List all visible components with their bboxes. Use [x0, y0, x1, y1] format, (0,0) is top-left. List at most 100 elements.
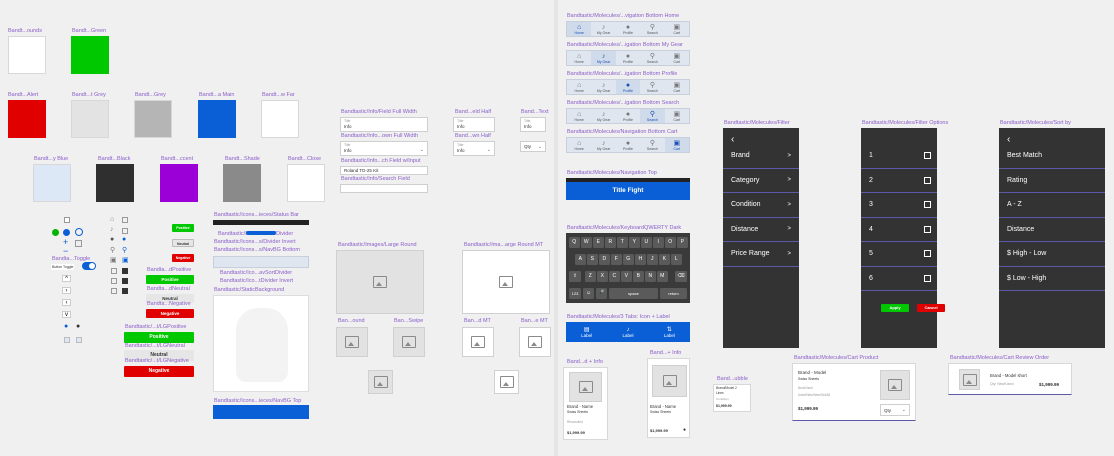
tab-3[interactable]: ⇅Label — [663, 327, 675, 338]
radio-filled-icon[interactable] — [52, 229, 59, 236]
filter-option-4[interactable]: 4 — [861, 218, 937, 242]
swatch-green[interactable] — [71, 36, 109, 74]
key-k[interactable]: K — [659, 254, 670, 265]
nav-item-search[interactable]: ⚲Search — [646, 139, 658, 151]
nav-item-my-gear[interactable]: ♪My Gear — [591, 51, 616, 65]
product-card-2[interactable]: Brand - Name Swiss Sheets $1,999.99 ● — [647, 358, 690, 438]
cart-qty-dropdown[interactable]: Qty⌄ — [880, 404, 910, 416]
key-h[interactable]: H — [635, 254, 646, 265]
key-l[interactable]: L — [671, 254, 682, 265]
plus-icon[interactable]: + — [63, 237, 69, 247]
key-e[interactable]: E — [593, 237, 604, 248]
filter-option-3[interactable]: 3 — [861, 193, 937, 218]
swatch-accent[interactable] — [160, 164, 198, 202]
search-field[interactable] — [340, 184, 428, 193]
product-card-1[interactable]: Brand - Name Swiss Sheets Reconciled $1,… — [563, 367, 608, 440]
key-w[interactable]: W — [581, 237, 592, 248]
nav-item-my-gear[interactable]: ♪My Gear — [596, 23, 611, 35]
nav-item-profile[interactable]: ●Profile — [623, 23, 633, 35]
positive-button-d[interactable]: Positive — [146, 275, 194, 284]
key-s[interactable]: S — [587, 254, 598, 265]
key-q[interactable]: Q — [569, 237, 580, 248]
nav-item-cart[interactable]: ▣Cart — [673, 23, 681, 35]
filter-option-1[interactable]: 1 — [861, 144, 937, 169]
sort-high-low[interactable]: $ High - Low — [999, 242, 1105, 267]
key-b[interactable]: B — [633, 271, 644, 282]
sort-best-match[interactable]: Best Match — [999, 144, 1105, 169]
back-icon[interactable]: ‹ — [1007, 134, 1011, 145]
swatch-main[interactable] — [198, 100, 236, 138]
negative-button-d[interactable]: Negative — [146, 309, 194, 318]
sort-a-z[interactable]: A - Z — [999, 193, 1105, 218]
nav-item-my-gear[interactable]: ♪My Gear — [596, 81, 611, 93]
tab-1[interactable]: ▤Label — [581, 327, 593, 338]
map-bubble[interactable]: Brand/Model 2 Lines Condition $1,999.99 — [713, 384, 751, 412]
negative-button-small[interactable]: Negative — [172, 254, 194, 262]
positive-button-small[interactable]: Positive — [172, 224, 194, 232]
nav-item-home[interactable]: ⌂Home — [567, 22, 592, 36]
mic-key[interactable]: 🎤 — [596, 288, 607, 299]
qty-dropdown[interactable]: Qty⌄ — [520, 141, 546, 152]
backspace-key[interactable]: ⌫ — [675, 271, 687, 282]
filter-option-5[interactable]: 5 — [861, 242, 937, 267]
positive-button-lg[interactable]: Positive — [124, 332, 194, 343]
key-m[interactable]: M — [657, 271, 668, 282]
nav-item-search[interactable]: ⚲Search — [646, 23, 658, 35]
key-o[interactable]: O — [665, 237, 676, 248]
swatch-sky-blue[interactable] — [33, 164, 71, 202]
swatch-white[interactable] — [8, 36, 46, 74]
swatch-grey[interactable] — [134, 100, 172, 138]
swatch-shade[interactable] — [223, 164, 261, 202]
filter-row-brand[interactable]: Brand> — [723, 144, 799, 169]
filter-row-distance[interactable]: Distance> — [723, 218, 799, 242]
key-g[interactable]: G — [623, 254, 634, 265]
filter-option-6[interactable]: 6 — [861, 267, 937, 291]
tab-2[interactable]: ♪Label — [622, 326, 634, 338]
key-d[interactable]: D — [599, 254, 610, 265]
nav-item-home[interactable]: ⌂Home — [574, 139, 584, 151]
nav-item-search[interactable]: ⚲Search — [640, 109, 665, 123]
filter-option-2[interactable]: 2 — [861, 169, 937, 193]
nav-item-cart[interactable]: ▣Cart — [664, 138, 690, 152]
nav-item-my-gear[interactable]: ♪My Gear — [596, 139, 611, 151]
sort-distance[interactable]: Distance — [999, 218, 1105, 242]
space-key[interactable]: space — [609, 288, 658, 299]
swatch-light-grey[interactable] — [71, 100, 109, 138]
key-v[interactable]: V — [621, 271, 632, 282]
sort-low-high[interactable]: $ Low - High — [999, 267, 1105, 291]
negative-button-lg[interactable]: Negative — [124, 366, 194, 377]
emoji-key[interactable]: ☺ — [583, 288, 594, 299]
neutral-button-small[interactable]: Neutral — [172, 239, 194, 247]
filter-row-category[interactable]: Category> — [723, 169, 799, 193]
nav-item-home[interactable]: ⌂Home — [574, 110, 584, 122]
chevron-up-icon[interactable]: ^ — [62, 275, 71, 282]
key-y[interactable]: Y — [629, 237, 640, 248]
checkbox-icon[interactable] — [64, 217, 70, 223]
key-p[interactable]: P — [677, 237, 688, 248]
neutral-button-lg[interactable]: Neutral — [124, 350, 194, 361]
toggle-switch[interactable] — [82, 262, 96, 270]
sort-rating[interactable]: Rating — [999, 169, 1105, 193]
return-key[interactable]: return — [660, 288, 687, 299]
nav-item-profile[interactable]: ●Profile — [623, 110, 633, 122]
apply-button[interactable]: Apply — [881, 304, 909, 312]
swatch-close[interactable] — [287, 164, 325, 202]
swatch-alert[interactable] — [8, 100, 46, 138]
key-c[interactable]: C — [609, 271, 620, 282]
swatch-black[interactable] — [96, 164, 134, 202]
nav-item-search[interactable]: ⚲Search — [646, 81, 658, 93]
shift-key[interactable]: ⇧ — [569, 271, 581, 282]
key-u[interactable]: U — [641, 237, 652, 248]
chevron-down-icon[interactable]: v — [62, 311, 71, 318]
swatch-far[interactable] — [261, 100, 299, 138]
chevron-right-icon[interactable]: › — [62, 287, 71, 294]
key-r[interactable]: R — [605, 237, 616, 248]
cart-product[interactable]: Brand - Model Swiss Sheets New/Used Used… — [792, 363, 916, 421]
nav-item-search[interactable]: ⚲Search — [646, 52, 658, 64]
chevron-left-icon[interactable]: ‹ — [62, 299, 71, 306]
